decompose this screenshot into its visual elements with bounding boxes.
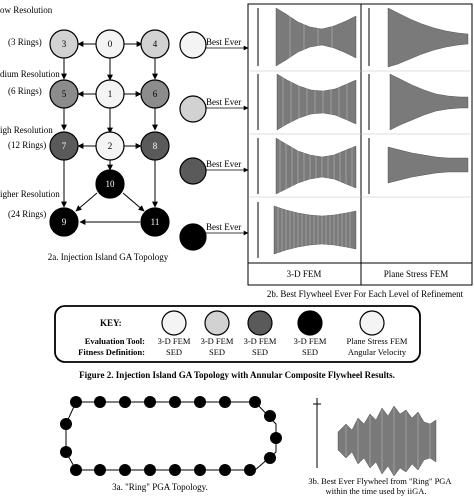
node-label-5: 5 (62, 89, 67, 99)
best-ever-label-1: Best Ever (206, 37, 241, 47)
node-10 (95, 169, 125, 199)
level-label-medium: dium Resolution (0, 69, 60, 79)
key-swatches (161, 310, 385, 336)
key-item-2-tool: 3-D FEM (201, 336, 234, 346)
ring-path (65, 401, 277, 471)
node-label-9: 9 (62, 217, 67, 227)
key-item-3-tool: 3-D FEM (244, 336, 277, 346)
best-ever-row-dividers (250, 70, 470, 198)
node-0 (95, 29, 125, 59)
level-rings-low: (3 Rings) (8, 37, 42, 47)
legend-key: KEY: Evaluation Tool: Fitness Definition… (54, 305, 421, 363)
best-ever-panel: Best Ever Best Ever Best Ever Best Ever (179, 3, 473, 299)
node-labels: 0 3 4 1 5 6 2 7 8 10 9 11 (62, 39, 160, 227)
node-2 (95, 131, 125, 161)
flywheel-ring-lines (277, 8, 353, 254)
key-item-4-tool: 3-D FEM (294, 336, 327, 346)
key-item-2-fitness: SED (209, 347, 225, 357)
node-label-7: 7 (62, 141, 67, 151)
ring-nodes (60, 396, 282, 476)
node-11 (140, 207, 170, 237)
key-item-4-fitness: SED (302, 347, 318, 357)
best-ever-circle-medium (179, 95, 207, 123)
node-3 (49, 29, 79, 59)
node-6 (140, 79, 170, 109)
best-ever-label-2: Best Ever (206, 97, 241, 107)
flywheel-3d-low (275, 7, 357, 67)
column-label-3d-fem: 3-D FEM (287, 269, 322, 279)
node-label-4: 4 (153, 39, 158, 49)
best-ever-circle-high (179, 157, 207, 185)
best-ever-arrows (206, 45, 249, 236)
key-row-fitness-definition: Fitness Definition: (78, 347, 145, 357)
node-9 (49, 207, 79, 237)
key-swatch-light (204, 310, 230, 336)
best-ever-circles (179, 31, 207, 251)
best-ever-label-3: Best Ever (206, 159, 241, 169)
node-label-2: 2 (108, 141, 113, 151)
key-swatch-white (161, 310, 187, 336)
key-box (54, 305, 421, 363)
topology-caption: 2a. Injection Island GA Topology (48, 252, 169, 262)
node-1 (95, 79, 125, 109)
key-item-1-fitness: SED (166, 347, 182, 357)
node-8 (140, 131, 170, 161)
key-row-evaluation-tool: Evaluation Tool: (85, 336, 145, 346)
best-ever-circle-higher (179, 223, 207, 251)
level-rings-medium: (6 Rings) (8, 86, 42, 96)
node-label-11: 11 (151, 217, 160, 227)
level-rings-higher: (24 Rings) (8, 209, 46, 219)
level-label-higher: igher Resolution (0, 189, 60, 199)
flywheel-plane-high (387, 146, 469, 184)
best-ever-labels: Best Ever Best Ever Best Ever Best Ever (206, 37, 241, 232)
key-item-3-fitness: SED (252, 347, 268, 357)
node-label-1: 1 (108, 89, 113, 99)
topology-edges (61, 41, 158, 225)
level-label-high: igh Resolution (0, 125, 53, 135)
ring-topology: 3a. "Ring" PGA Topology. (60, 396, 282, 492)
level-label-low: ow Resolution (0, 5, 53, 15)
node-label-3: 3 (62, 39, 67, 49)
key-item-5-tool: Plane Stress FEM (347, 336, 408, 346)
column-label-plane-stress: Plane Stress FEM (384, 269, 449, 279)
best-ever-caption: 2b. Best Flywheel Ever For Each Level of… (267, 289, 464, 299)
key-item-texts: 3-D FEM SED 3-D FEM SED 3-D FEM SED 3-D … (158, 336, 408, 357)
node-label-0: 0 (108, 39, 113, 49)
node-label-6: 6 (153, 89, 158, 99)
ring-caption: 3a. "Ring" PGA Topology. (112, 482, 208, 492)
flywheel-plane-low (387, 7, 469, 68)
key-swatch-black (297, 310, 323, 336)
topology-nodes (49, 29, 170, 237)
figure-caption: Figure 2. Injection Island GA Topology w… (79, 370, 395, 380)
flywheel-plane-medium (389, 73, 469, 131)
best-ever-circle-low (179, 31, 207, 59)
ring-best-caption-line2: within the time used by iiGA. (325, 486, 426, 496)
key-title: KEY: (100, 318, 122, 328)
flywheel-shafts (257, 8, 370, 258)
ring-best-caption-line1: 3b. Best Ever Flywheel from "Ring" PGA (308, 476, 452, 486)
key-item-5-fitness: Angular Velocity (348, 347, 407, 357)
node-5 (49, 79, 79, 109)
key-item-1-tool: 3-D FEM (158, 336, 191, 346)
node-label-8: 8 (153, 141, 158, 151)
key-swatch-dark (247, 310, 273, 336)
node-4 (140, 29, 170, 59)
ring-best-flywheel: 3b. Best Ever Flywheel from "Ring" PGA w… (308, 398, 452, 496)
ring-best-profile (337, 405, 437, 477)
island-topology: ow Resolution (3 Rings) dium Resolution … (0, 5, 170, 262)
best-ever-label-4: Best Ever (206, 222, 241, 232)
key-swatch-plane-stress (359, 310, 385, 336)
node-label-10: 10 (106, 179, 116, 189)
level-rings-high: (12 Rings) (8, 140, 46, 150)
node-7 (49, 131, 79, 161)
